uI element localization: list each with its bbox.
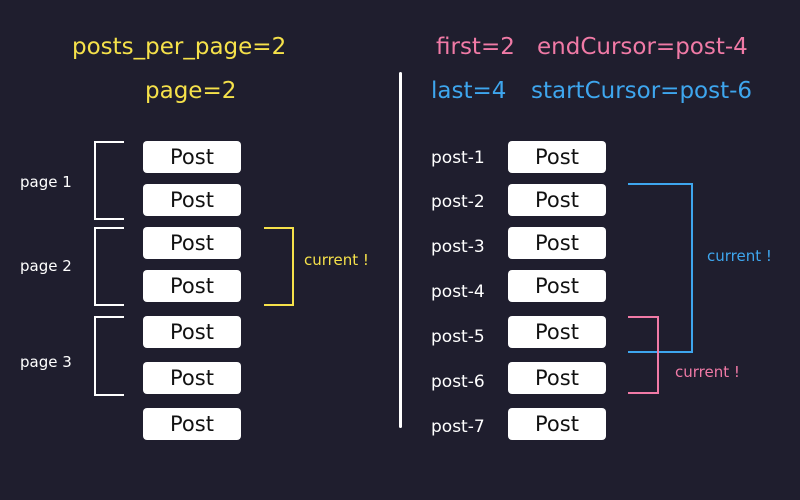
current-page-bracket [264,227,294,306]
current-blue-bracket [628,183,693,353]
post-1-label: post-1 [431,148,485,168]
page-2-label: page 2 [20,257,72,275]
post-box: Post [508,316,606,348]
post-box: Post [143,362,241,394]
end-cursor-label: endCursor=post-4 [537,34,748,60]
post-box: Post [143,316,241,348]
post-box: Post [143,227,241,259]
page-3-label: page 3 [20,353,72,371]
post-box: Post [508,362,606,394]
post-box: Post [143,141,241,173]
page-2-bracket [94,227,124,306]
post-box: Post [508,141,606,173]
post-box: Post [508,408,606,440]
post-7-label: post-7 [431,417,485,437]
page-number-label: page=2 [145,78,237,104]
post-2-label: post-2 [431,192,485,212]
last-label: last=4 [431,78,507,104]
posts-per-page-label: posts_per_page=2 [72,34,287,60]
post-box: Post [508,227,606,259]
post-box: Post [143,408,241,440]
post-3-label: post-3 [431,237,485,257]
current-pink-label: current ! [675,363,740,381]
page-1-bracket [94,141,124,220]
page-1-label: page 1 [20,173,72,191]
post-box: Post [143,184,241,216]
first-label: first=2 [436,34,515,60]
post-6-label: post-6 [431,372,485,392]
post-5-label: post-5 [431,327,485,347]
current-pink-bracket [628,316,659,394]
current-blue-label: current ! [707,247,772,265]
post-box: Post [143,270,241,302]
start-cursor-label: startCursor=post-6 [531,78,753,104]
current-page-label: current ! [304,251,369,269]
post-4-label: post-4 [431,282,485,302]
panel-divider [399,72,402,428]
page-3-bracket [94,316,124,396]
post-box: Post [508,270,606,302]
post-box: Post [508,184,606,216]
